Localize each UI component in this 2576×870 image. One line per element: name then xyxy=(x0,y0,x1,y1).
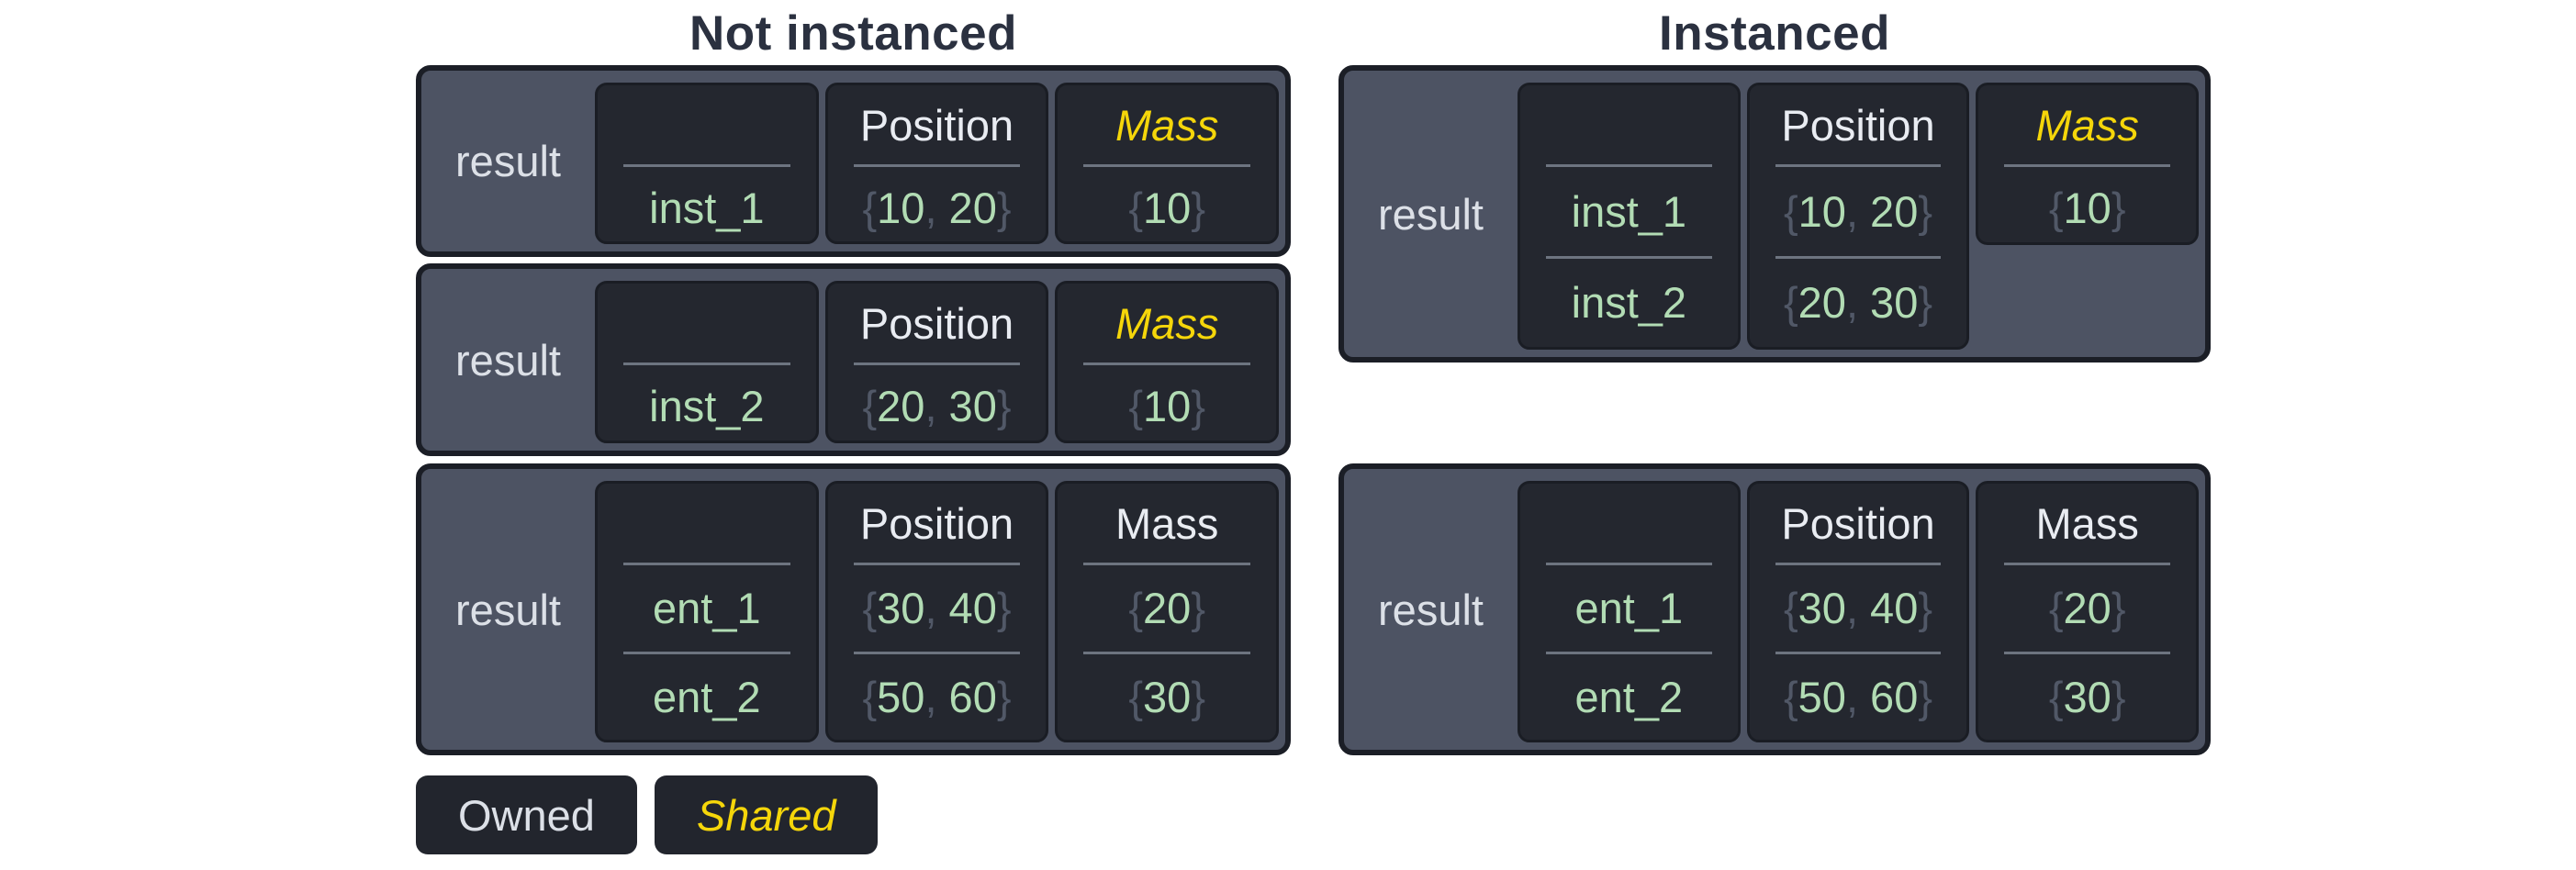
entity-column: ent_1 ent_2 xyxy=(595,481,819,742)
title-not-instanced: Not instanced xyxy=(689,6,1017,61)
position-value: {20, 30} xyxy=(862,381,1012,430)
position-value: {30, 40} xyxy=(862,584,1012,633)
archetype-table: inst_1 Position {10, 20} Mass {10} xyxy=(595,71,1285,251)
legend: Owned Shared xyxy=(416,775,879,854)
position-column-header: Position xyxy=(859,498,1014,548)
mass-value: {20} xyxy=(2048,584,2126,633)
entity-name: inst_2 xyxy=(649,381,765,430)
row-separator xyxy=(853,164,1021,167)
result-box-not-instanced-2: result inst_2 Position {20, 30} Mass {10… xyxy=(416,263,1291,456)
entity-name: inst_1 xyxy=(1571,186,1687,236)
row-separator xyxy=(1775,563,1942,565)
row-separator xyxy=(1083,563,1251,565)
entity-column-header xyxy=(1520,85,1738,164)
result-label: result xyxy=(455,335,561,385)
row-separator xyxy=(1546,164,1712,167)
row-separator xyxy=(623,651,790,654)
position-value: {30, 40} xyxy=(1783,584,1933,633)
row-separator xyxy=(1546,651,1712,654)
position-column: Position {30, 40} {50, 60} xyxy=(1746,481,1970,742)
position-column-header: Position xyxy=(1781,498,1935,548)
mass-column: Mass {20} {30} xyxy=(1055,481,1280,742)
mass-value: {30} xyxy=(2048,672,2126,721)
mass-column-header: Mass xyxy=(1115,100,1219,150)
row-separator xyxy=(623,164,790,167)
archetype-table: inst_1 inst_2 Position {10, 20} {20, 30}… xyxy=(1518,71,2205,357)
entity-name: inst_1 xyxy=(649,183,765,232)
row-separator xyxy=(853,362,1021,365)
row-separator xyxy=(853,563,1021,565)
mass-column: Mass {10} xyxy=(1055,281,1280,443)
archetype-table: ent_1 ent_2 Position {30, 40} {50, 60} M… xyxy=(1518,469,2205,750)
result-label: result xyxy=(1378,585,1484,634)
position-column-header: Position xyxy=(1781,100,1935,150)
mass-column-header: Mass xyxy=(2035,498,2139,548)
row-separator xyxy=(1083,362,1251,365)
position-column: Position {30, 40} {50, 60} xyxy=(824,481,1049,742)
position-column: Position {10, 20} {20, 30} xyxy=(1746,83,1970,350)
entity-name: ent_2 xyxy=(653,672,761,721)
entity-name: ent_1 xyxy=(1574,584,1684,633)
mass-column: Mass {10} xyxy=(1055,83,1280,244)
mass-value: {10} xyxy=(1128,381,1206,430)
row-separator xyxy=(1775,651,1942,654)
entity-column-header xyxy=(598,85,816,164)
position-value: {50, 60} xyxy=(1783,672,1933,721)
entity-column: inst_1 xyxy=(595,83,819,244)
legend-item-owned: Owned xyxy=(416,775,637,854)
mass-value: {10} xyxy=(2048,183,2126,232)
row-separator xyxy=(2004,563,2171,565)
position-column: Position {10, 20} xyxy=(824,83,1049,244)
mass-value: {30} xyxy=(1128,672,1206,721)
row-separator xyxy=(1083,651,1251,654)
position-column-header: Position xyxy=(859,298,1014,348)
entity-name: ent_1 xyxy=(653,584,761,633)
entity-column: inst_1 inst_2 xyxy=(1518,83,1741,350)
result-box-not-instanced-3: result ent_1 ent_2 Position {30, 40} {50… xyxy=(416,463,1291,755)
mass-column-shared: Mass {10} xyxy=(1976,83,2200,245)
legend-item-shared: Shared xyxy=(654,775,879,854)
row-separator xyxy=(853,651,1021,654)
row-separator xyxy=(2004,164,2171,167)
position-value: {50, 60} xyxy=(862,672,1012,721)
entity-column-header xyxy=(1520,484,1738,563)
entity-column-header xyxy=(598,284,816,362)
mass-value: {20} xyxy=(1128,584,1206,633)
position-column: Position {20, 30} xyxy=(824,281,1049,443)
title-instanced: Instanced xyxy=(1659,6,1890,61)
row-separator xyxy=(1775,164,1942,167)
row-separator xyxy=(623,362,790,365)
entity-name: ent_2 xyxy=(1574,672,1684,721)
entity-name: inst_2 xyxy=(1571,278,1687,328)
row-separator xyxy=(1546,255,1712,259)
entity-column: ent_1 ent_2 xyxy=(1518,481,1741,742)
result-label: result xyxy=(455,585,561,634)
row-separator xyxy=(623,563,790,565)
row-separator xyxy=(1546,563,1712,565)
position-column-header: Position xyxy=(859,100,1014,150)
entity-column-header xyxy=(598,484,816,563)
position-value: {10, 20} xyxy=(862,183,1012,232)
result-box-instanced-2: result ent_1 ent_2 Position {30, 40} {50… xyxy=(1338,463,2211,755)
mass-value: {10} xyxy=(1128,183,1206,232)
row-separator xyxy=(2004,651,2171,654)
result-box-instanced-1: result inst_1 inst_2 Position {10, 20} {… xyxy=(1338,65,2211,362)
result-label: result xyxy=(455,137,561,185)
archetype-table: ent_1 ent_2 Position {30, 40} {50, 60} M… xyxy=(595,469,1285,750)
position-value: {20, 30} xyxy=(1783,278,1933,328)
position-value: {10, 20} xyxy=(1783,186,1933,236)
result-box-not-instanced-1: result inst_1 Position {10, 20} Mass {10… xyxy=(416,65,1291,257)
mass-column-header: Mass xyxy=(1115,298,1219,348)
result-label: result xyxy=(1378,189,1484,239)
mass-column: Mass {20} {30} xyxy=(1976,481,2200,742)
archetype-table: inst_2 Position {20, 30} Mass {10} xyxy=(595,269,1285,451)
row-separator xyxy=(1083,164,1251,167)
mass-column-header: Mass xyxy=(1115,498,1219,548)
row-separator xyxy=(1775,255,1942,259)
mass-column-header: Mass xyxy=(2035,100,2139,150)
entity-column: inst_2 xyxy=(595,281,819,443)
